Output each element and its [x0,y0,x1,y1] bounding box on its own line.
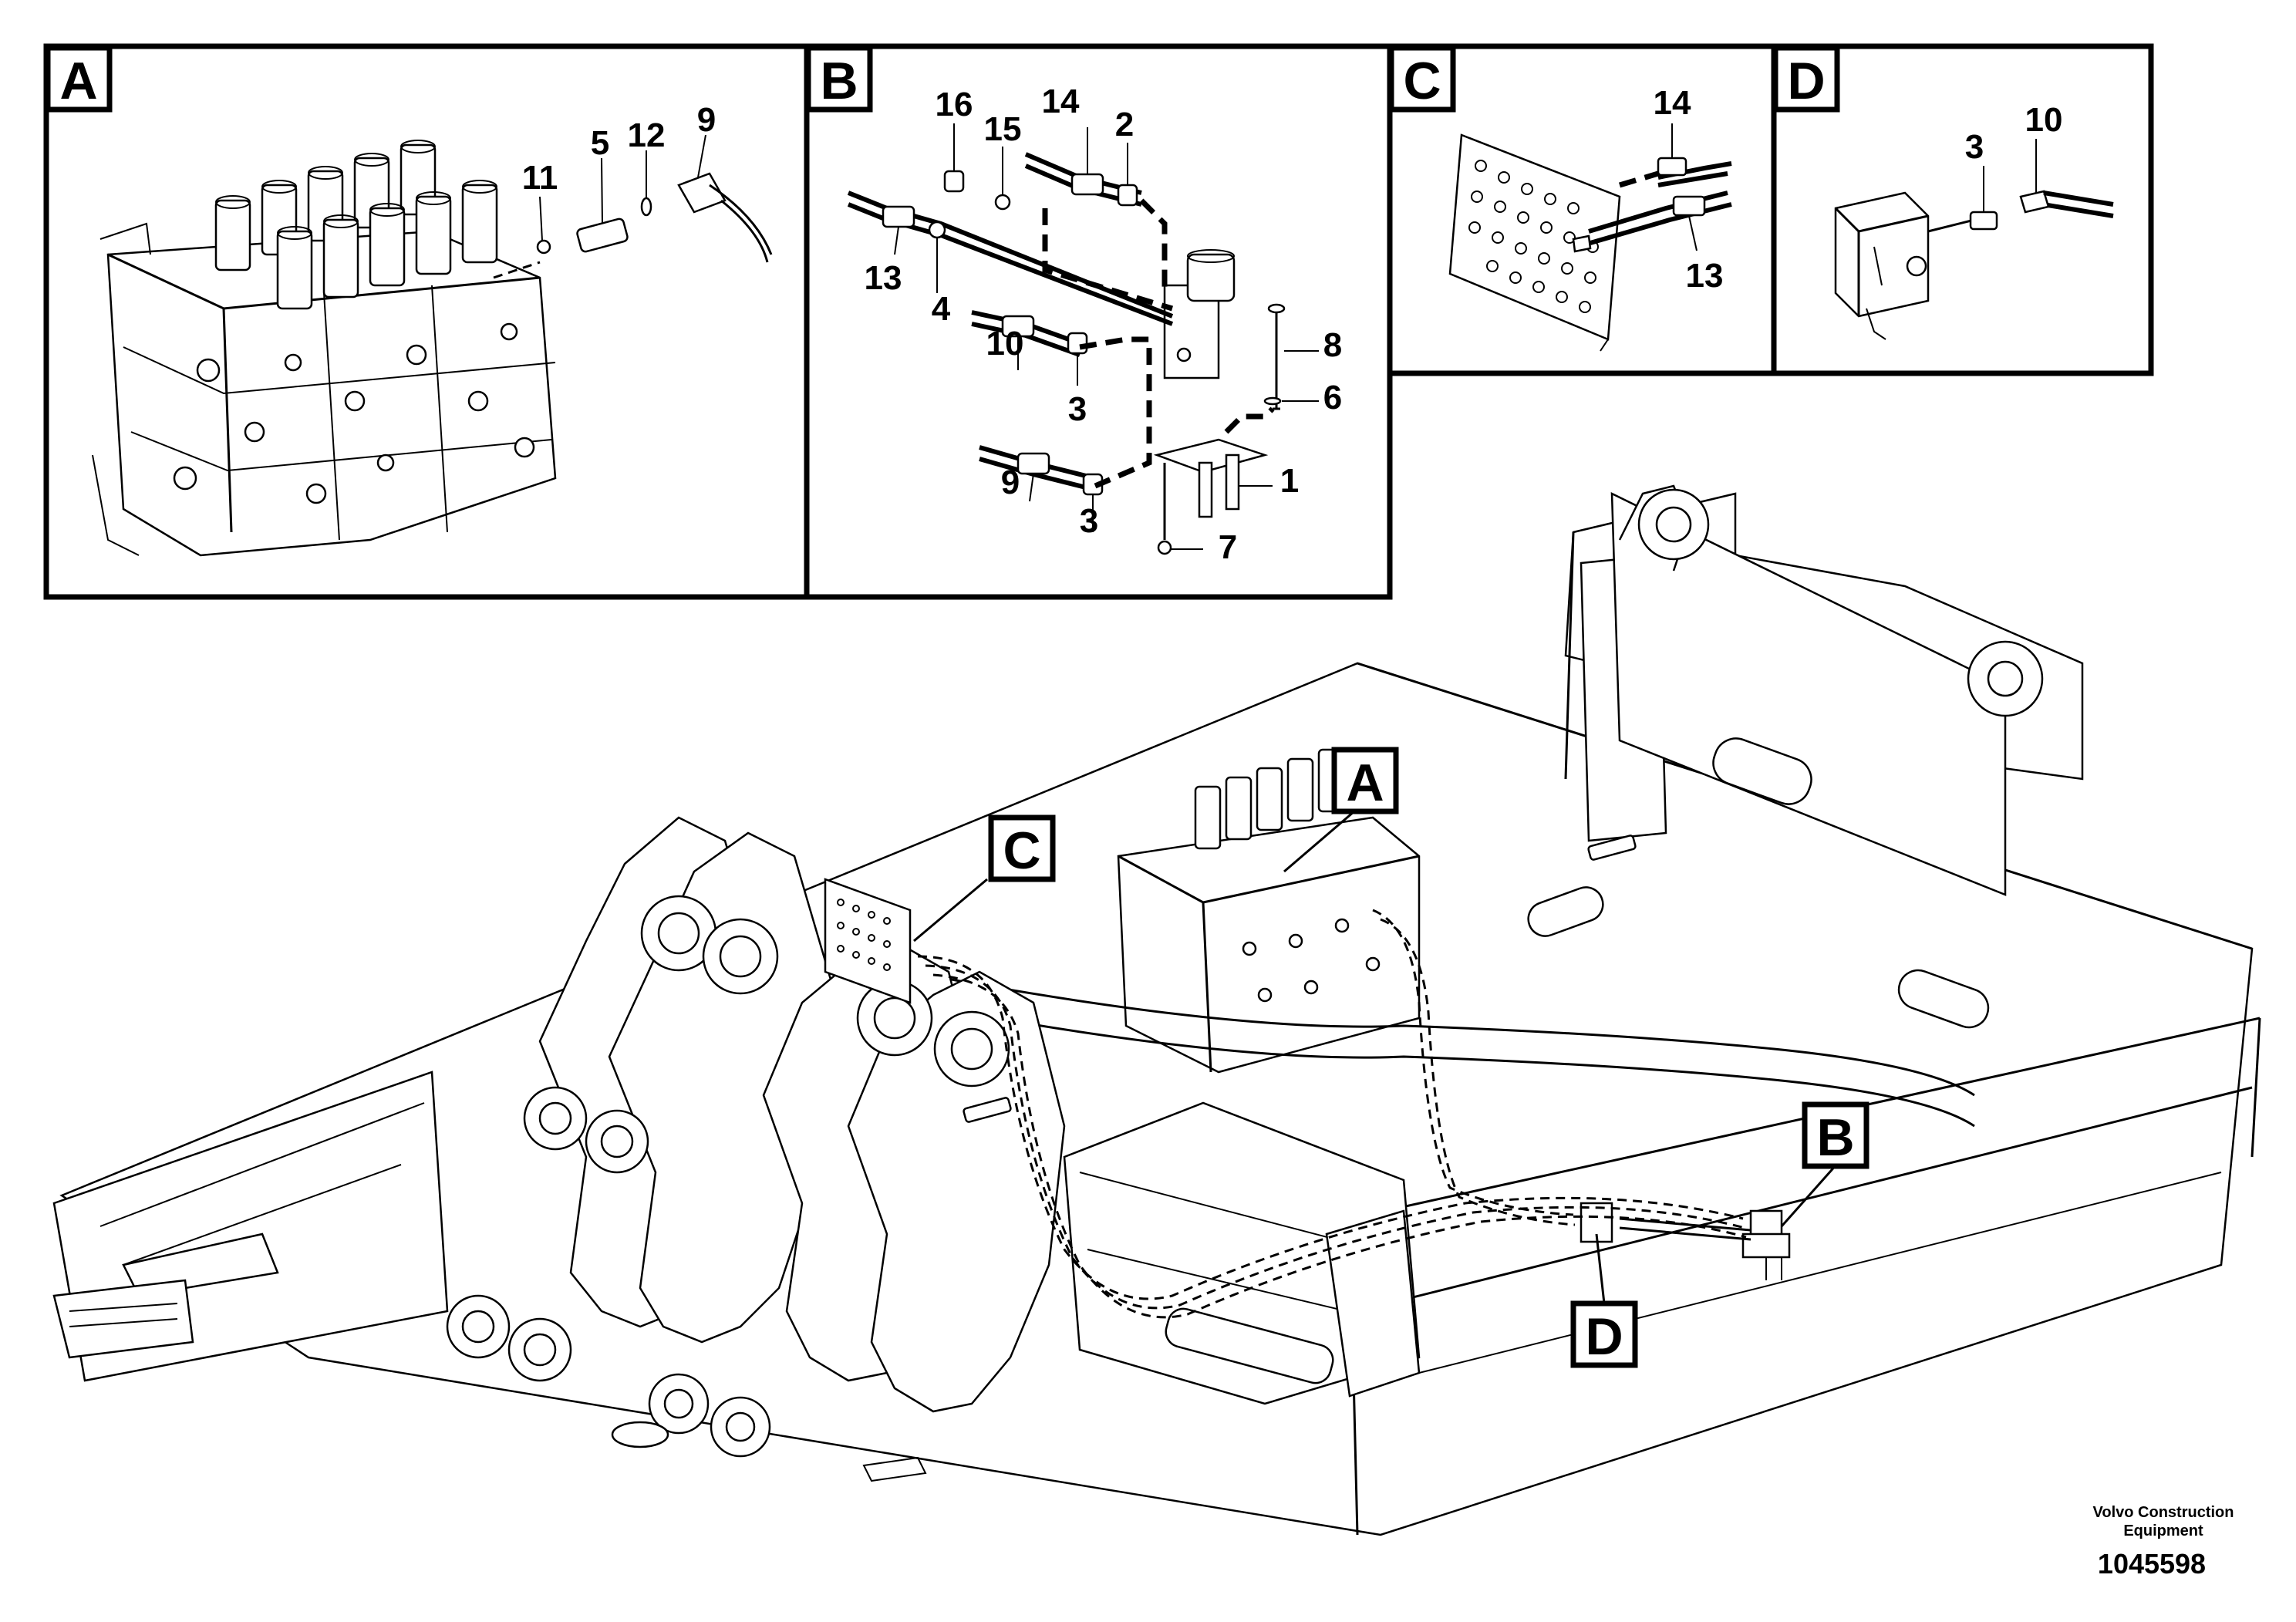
callout-b-15: 15 [984,110,1022,148]
callout-a-11: 11 [522,159,558,197]
panel-d-letter: D [1787,52,1825,110]
panel-b-valve-drawing: 16 15 14 2 13 4 10 3 9 3 8 6 1 7 [847,83,1342,566]
location-callouts: A B C D [913,747,1870,1368]
callout-d-3: 3 [1965,128,1984,166]
callout-b-2: 2 [1115,106,1134,143]
panel-b-frame [804,43,1393,600]
callout-b-8: 8 [1323,326,1342,364]
location-a-box [1331,747,1399,814]
panel-a-valve-drawing: 11 5 12 9 [92,101,773,557]
company-name-line2: Equipment [2123,1523,2203,1539]
callout-b-4: 4 [932,290,951,328]
panel-c-plate-drawing: 14 13 [1448,84,1732,352]
company-name-line1: Volvo Construction [2093,1504,2234,1521]
footer: Volvo Construction Equipment 1045598 [2093,1504,2234,1580]
location-c-box [988,814,1056,882]
drawing-number: 1045598 [2098,1548,2206,1580]
callout-b-1: 1 [1280,462,1299,500]
callout-b-16: 16 [936,86,973,123]
callout-b-7: 7 [1219,528,1237,566]
callout-b-9: 9 [1001,464,1020,501]
panel-c-letter-box [1388,45,1456,113]
panel-a-letter: A [59,52,97,110]
panel-a-letter-box [45,45,113,113]
callout-b-14: 14 [1042,83,1080,120]
callout-a-12: 12 [628,116,666,154]
callout-b-13: 13 [865,259,902,297]
location-b-label: B [1816,1108,1854,1167]
location-a-label: A [1346,754,1384,812]
upper-frame-drawing [52,484,2261,1536]
callout-b-3-lower: 3 [1080,502,1098,540]
location-d-label: D [1585,1307,1623,1366]
callout-a-5: 5 [591,124,609,162]
panel-b-letter: B [820,52,858,110]
location-d-box [1570,1300,1638,1368]
callout-b-3-upper: 3 [1068,390,1087,428]
callout-d-10: 10 [2025,101,2063,139]
callout-b-10: 10 [986,325,1024,363]
panel-b-letter-box [805,45,873,113]
panel-d-letter-box [1772,45,1840,113]
panel-d-block-drawing: 3 10 [1834,101,2114,340]
panel-c-letter: C [1403,52,1441,110]
location-c-label: C [1003,821,1040,880]
callout-c-14: 14 [1654,84,1691,122]
callout-b-6: 6 [1323,379,1342,416]
callout-c-13: 13 [1686,257,1724,295]
location-b-box [1802,1101,1870,1169]
callout-a-9: 9 [697,101,716,139]
